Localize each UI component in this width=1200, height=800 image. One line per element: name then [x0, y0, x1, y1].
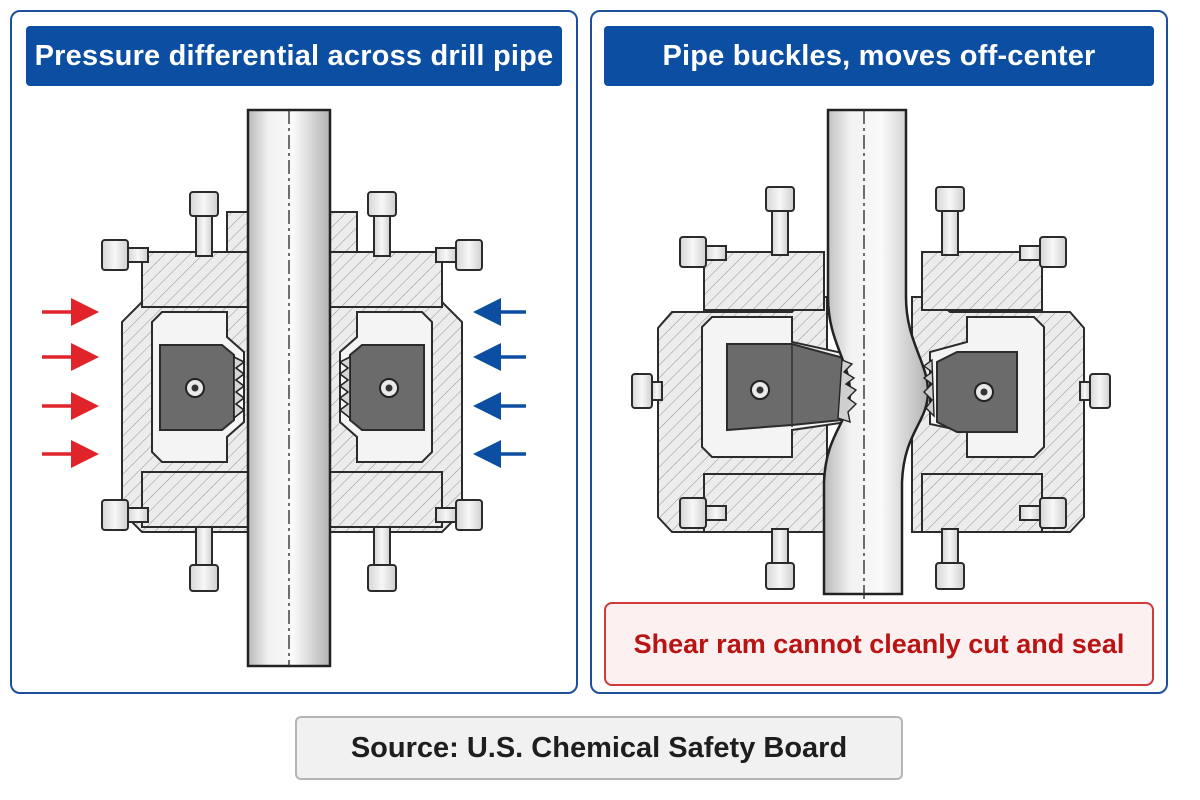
- warning-box: Shear ram cannot cleanly cut and seal: [604, 602, 1154, 686]
- source-text: Source: U.S. Chemical Safety Board: [350, 731, 848, 764]
- low-pressure-arrows: [473, 298, 526, 468]
- warning-text: Shear ram cannot cleanly cut and seal: [633, 628, 1125, 659]
- drill-pipe: [246, 108, 332, 668]
- left-panel-title: Pressure differential across drill pipe: [26, 26, 562, 86]
- flange-bolts: [631, 186, 1111, 590]
- high-pressure-arrows: [42, 298, 99, 468]
- left-panel: Pressure differential across drill pipe: [10, 10, 578, 694]
- bop-diagram-normal: [42, 108, 526, 668]
- right-panel-title: Pipe buckles, moves off-center: [604, 26, 1154, 86]
- ram-pin-icon: [185, 378, 399, 398]
- right-panel: Pipe buckles, moves off-center: [590, 10, 1168, 694]
- source-box: Source: U.S. Chemical Safety Board: [295, 716, 903, 780]
- flange-bolts: [101, 191, 483, 592]
- ram-pin-icon: [750, 380, 994, 402]
- bop-diagram-buckled: [631, 108, 1111, 602]
